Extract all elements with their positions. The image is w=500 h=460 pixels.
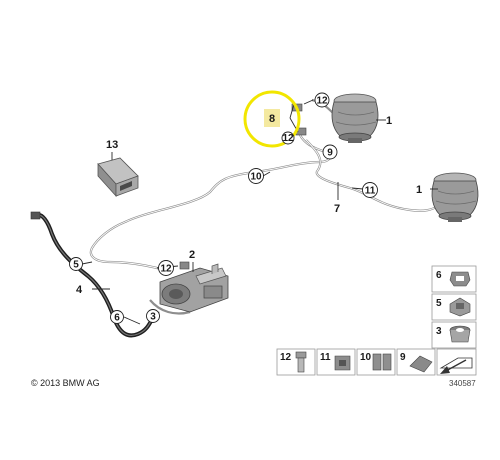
clip-11-icon [334, 355, 351, 371]
compressor-icon [159, 263, 229, 313]
part-4-label: 4 [76, 284, 83, 296]
plug-12-icon [295, 351, 307, 373]
clip-10-icon [372, 353, 392, 371]
part-12-upper-label: 12 [316, 96, 328, 107]
part-12-lower-label: 12 [160, 264, 172, 275]
leader-lines [81, 99, 438, 325]
control-unit-icon [97, 157, 139, 198]
part-5-label: 5 [73, 260, 79, 271]
copyright-text: © 2013 BMW AG [31, 378, 100, 388]
hose-assembly [34, 213, 156, 338]
legend-item-12-label: 12 [280, 352, 292, 363]
part-3-label: 3 [150, 312, 156, 323]
part-6-label: 6 [114, 313, 120, 324]
legend-item-11-label: 11 [320, 352, 331, 363]
part-1-lower-label: 1 [416, 184, 422, 196]
part-10-label: 10 [250, 172, 262, 183]
part-8-label: 8 [269, 113, 275, 125]
highlight-ring [243, 90, 301, 148]
part-13-label: 13 [106, 139, 118, 151]
reference-number: 340587 [449, 379, 476, 388]
clip-9-icon [409, 355, 433, 373]
grommet-3-icon [449, 325, 471, 343]
clip-5-icon [449, 297, 471, 317]
legend-item-9-label: 9 [400, 352, 406, 363]
part-8-label-bg [264, 109, 280, 127]
part-1-upper-label: 1 [386, 115, 392, 127]
legend-item-6-label: 6 [436, 270, 442, 281]
legend-item-10-label: 10 [360, 352, 372, 363]
callout-labels: 8 1 1 2 4 7 13 12 9 10 11 12 5 6 3 12 [69, 92, 422, 324]
legend-bottom-row: 12 11 10 9 [276, 348, 477, 376]
air-spring-lower-icon [431, 172, 479, 222]
part-11-label: 11 [365, 186, 376, 197]
part-9-label: 9 [327, 148, 333, 159]
legend-item-3-label: 3 [436, 326, 442, 337]
clip-6-icon [449, 271, 471, 287]
part-7-label: 7 [334, 203, 340, 215]
legend-item-5-label: 5 [436, 298, 442, 309]
part-12-hidden-label: 12 [282, 133, 294, 144]
direction-arrow-icon [439, 357, 473, 374]
air-spring-upper-icon [331, 93, 379, 143]
legend-right-column: 6 5 3 [431, 265, 477, 349]
air-lines [89, 98, 441, 315]
part-2-label: 2 [189, 249, 195, 261]
